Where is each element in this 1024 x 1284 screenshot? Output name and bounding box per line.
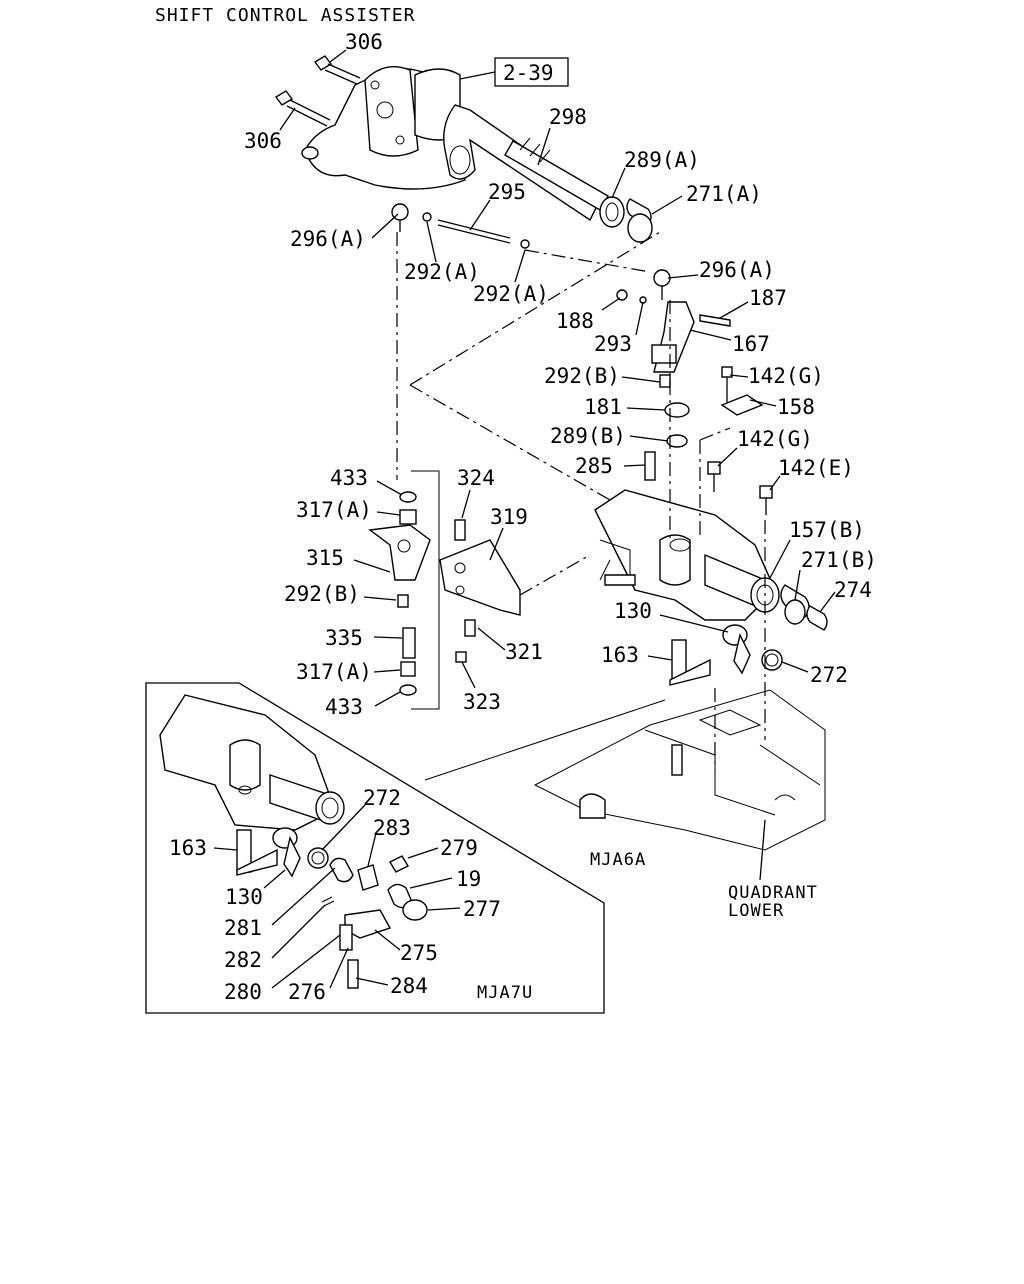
callout-292b-upper[interactable]: 292(B): [544, 364, 620, 388]
callout-276[interactable]: 276: [288, 980, 326, 1004]
callout-317a-upper[interactable]: 317(A): [296, 498, 372, 522]
callout-142g-lower[interactable]: 142(G): [737, 427, 813, 451]
callout-277[interactable]: 277: [463, 897, 501, 921]
callout-433-upper[interactable]: 433: [330, 466, 368, 490]
callout-289b[interactable]: 289(B): [550, 424, 626, 448]
callout-317a-lower[interactable]: 317(A): [296, 660, 372, 684]
callout-163-main[interactable]: 163: [601, 643, 639, 667]
callout-labels: 306 306 298 289(A) 271(A) 295 296(A) 292…: [169, 30, 877, 1004]
callout-271b[interactable]: 271(B): [801, 548, 877, 572]
reference-box[interactable]: 2-39: [454, 57, 569, 87]
callout-188[interactable]: 188: [556, 309, 594, 333]
diagram-code-main: MJA6A: [590, 850, 646, 870]
callout-130-inset[interactable]: 130: [225, 885, 263, 909]
callout-296a-left[interactable]: 296(A): [290, 227, 366, 251]
callout-271a[interactable]: 271(A): [686, 182, 762, 206]
quadrant-lower-drawing: [533, 689, 826, 851]
callout-163-inset[interactable]: 163: [169, 836, 207, 860]
callout-292b-lower[interactable]: 292(B): [284, 582, 360, 606]
upper-housing-drawing: [274, 55, 653, 243]
callout-282[interactable]: 282: [224, 948, 262, 972]
callout-142e[interactable]: 142(E): [778, 456, 854, 480]
callout-319[interactable]: 319: [490, 505, 528, 529]
quadrant-label-line1: QUADRANT: [728, 883, 818, 903]
callout-323[interactable]: 323: [463, 690, 501, 714]
callout-324[interactable]: 324: [457, 466, 495, 490]
callout-181[interactable]: 181: [584, 395, 622, 419]
callout-306-top[interactable]: 306: [345, 30, 383, 54]
diagram-code-inset: MJA7U: [477, 983, 533, 1003]
callout-279[interactable]: 279: [440, 836, 478, 860]
callout-281[interactable]: 281: [224, 916, 262, 940]
quadrant-label-line2: LOWER: [728, 901, 784, 921]
lever-assembly-drawing: [616, 289, 773, 515]
callout-293[interactable]: 293: [594, 332, 632, 356]
callout-283[interactable]: 283: [373, 816, 411, 840]
callout-142g-upper[interactable]: 142(G): [748, 364, 824, 388]
callout-187[interactable]: 187: [749, 286, 787, 310]
callout-315[interactable]: 315: [306, 546, 344, 570]
callout-285[interactable]: 285: [575, 454, 613, 478]
diagram-title: SHIFT CONTROL ASSISTER: [155, 5, 415, 26]
callout-284[interactable]: 284: [390, 974, 428, 998]
callout-292a-upper[interactable]: 292(A): [404, 260, 480, 284]
callout-272-main[interactable]: 272: [810, 663, 848, 687]
callout-292a-lower[interactable]: 292(A): [473, 282, 549, 306]
callout-167[interactable]: 167: [732, 332, 770, 356]
callout-130-main[interactable]: 130: [614, 599, 652, 623]
callout-298[interactable]: 298: [549, 105, 587, 129]
callout-306-left[interactable]: 306: [244, 129, 282, 153]
callout-335[interactable]: 335: [325, 626, 363, 650]
callout-295[interactable]: 295: [488, 180, 526, 204]
assembly-lines: [396, 231, 766, 781]
callout-158[interactable]: 158: [777, 395, 815, 419]
quadrant-leader: [759, 819, 766, 881]
reference-box-label: 2-39: [503, 61, 554, 85]
callout-321[interactable]: 321: [505, 640, 543, 664]
callout-274[interactable]: 274: [834, 578, 872, 602]
callout-289a[interactable]: 289(A): [624, 148, 700, 172]
lever-column-drawing: [368, 470, 521, 710]
callout-272-inset[interactable]: 272: [363, 786, 401, 810]
leader-lines: [213, 49, 836, 989]
callout-157b[interactable]: 157(B): [789, 518, 865, 542]
inset-detail: MJA7U: [145, 682, 605, 1014]
main-housing-drawing: [594, 489, 828, 686]
callout-280[interactable]: 280: [224, 980, 262, 1004]
callout-275[interactable]: 275: [400, 941, 438, 965]
callout-296a-right[interactable]: 296(A): [699, 258, 775, 282]
callout-19[interactable]: 19: [456, 867, 481, 891]
callout-433-lower[interactable]: 433: [325, 695, 363, 719]
